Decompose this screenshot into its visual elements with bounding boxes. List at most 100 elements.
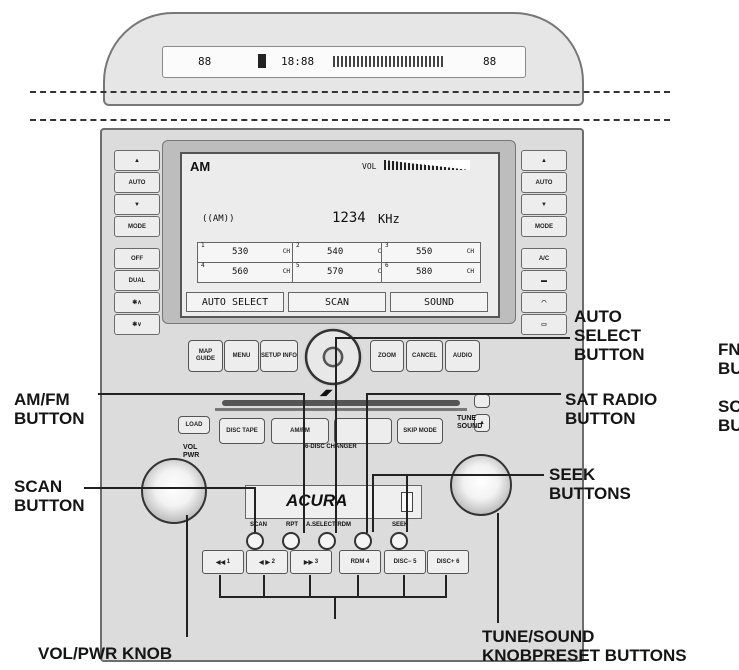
disc-indicator-button[interactable]: [474, 394, 490, 408]
preset-button-2[interactable]: ◀ ▶ 2: [246, 550, 288, 574]
leader-auto-select-vertical: [335, 337, 337, 533]
left-mode-button[interactable]: MODE: [114, 216, 160, 237]
audio-button[interactable]: AUDIO: [445, 340, 480, 372]
info-segment-1: 88: [198, 55, 212, 68]
repeat-button[interactable]: [282, 532, 300, 550]
info-segment-3: 88: [483, 55, 497, 68]
callout-sat-radio: SAT RADIO BUTTON: [565, 390, 658, 428]
setup-info-button[interactable]: SETUP INFO: [260, 340, 298, 372]
leader-am-fm-horizontal: [98, 393, 305, 395]
frequency-value: 1234: [332, 210, 366, 226]
disc-tape-button[interactable]: DISC TAPE: [219, 418, 265, 444]
seek-down-button[interactable]: [354, 532, 372, 550]
station-id: ((AM)): [202, 214, 235, 224]
leader-preset-4: [357, 575, 359, 597]
leader-vol-vertical: [186, 515, 188, 637]
preset-button-4[interactable]: RDM 4: [339, 550, 381, 574]
defrost-button[interactable]: ◠: [521, 292, 567, 313]
leader-preset-stem: [334, 597, 336, 619]
softkey-auto-select[interactable]: AUTO SELECT: [186, 292, 284, 312]
left-up-button[interactable]: ▲: [114, 150, 160, 171]
callout-scan: SCAN BUTTON: [14, 477, 85, 515]
callout-fm-cut: FN BU: [718, 340, 739, 378]
rear-defrost-button[interactable]: ▭: [521, 314, 567, 335]
leader-tune-vertical: [497, 513, 499, 623]
leader-preset-1: [219, 575, 221, 597]
dual-button[interactable]: DUAL: [114, 270, 160, 291]
auto-select-random-button[interactable]: [318, 532, 336, 550]
scan-small-label: SCAN: [250, 522, 268, 528]
rpt-small-label: RPT: [286, 522, 298, 528]
zoom-button[interactable]: ZOOM: [370, 340, 404, 372]
screen-preset-5[interactable]: 5570CH: [292, 262, 392, 283]
callout-auto-select: AUTO SELECT BUTTON: [574, 307, 645, 364]
right-mode-button[interactable]: MODE: [521, 216, 567, 237]
am-fm-button[interactable]: AM/FM: [271, 418, 329, 444]
seek-up-button[interactable]: [390, 532, 408, 550]
leader-preset-5: [403, 575, 405, 597]
eject-button[interactable]: ▲: [474, 414, 490, 432]
right-up-button[interactable]: ▲: [521, 150, 567, 171]
logo-icon: ◢◤: [320, 388, 333, 397]
leader-scan-horizontal: [84, 487, 256, 489]
preset-button-3[interactable]: ▶▶ 3: [290, 550, 332, 574]
brand-plate: ACURA: [245, 485, 422, 519]
screen-preset-2[interactable]: 2540CH: [292, 242, 392, 263]
tune-sound-label: TUNE SOUND: [457, 415, 483, 430]
info-bar-icon: [258, 54, 266, 68]
right-down-button[interactable]: ▼: [521, 194, 567, 215]
ac-button[interactable]: A/C: [521, 248, 567, 269]
cancel-button[interactable]: CANCEL: [406, 340, 443, 372]
defrost-icon: ◠: [541, 300, 547, 306]
leader-preset-bar: [219, 596, 447, 598]
leader-seek-horizontal: [372, 474, 544, 476]
seek-small-label: SEEK: [392, 522, 409, 528]
left-auto-button[interactable]: AUTO: [114, 172, 160, 193]
leader-auto-select-horizontal: [335, 337, 570, 339]
menu-button[interactable]: MENU: [224, 340, 259, 372]
volume-label: VOL: [362, 162, 377, 171]
eject-icon: ▲: [479, 419, 485, 426]
rear-defrost-icon: ▭: [541, 322, 547, 328]
softkey-scan[interactable]: SCAN: [288, 292, 386, 312]
load-button[interactable]: LOAD: [178, 416, 210, 434]
right-auto-button[interactable]: AUTO: [521, 172, 567, 193]
preset-button-5[interactable]: DISC− 5: [384, 550, 426, 574]
callout-vol-pwr: VOL/PWR KNOB: [38, 644, 173, 663]
sat-radio-button[interactable]: [334, 418, 392, 444]
softkey-sound[interactable]: SOUND: [390, 292, 488, 312]
cut-line-bottom: [30, 119, 670, 121]
skip-mode-button[interactable]: SKIP MODE: [397, 418, 443, 444]
car-icon: ▬: [541, 277, 547, 284]
vol-pwr-knob[interactable]: [141, 458, 207, 524]
frequency-unit: KHz: [378, 212, 400, 226]
info-dots-icon: [333, 56, 443, 67]
info-display: 88 18:88 88: [162, 46, 526, 78]
leader-preset-2: [263, 575, 265, 597]
cut-line-top: [30, 91, 670, 93]
leader-seek-vertical-1: [372, 474, 374, 532]
fan-up-button[interactable]: ✱∧: [114, 292, 160, 313]
climate-off-button[interactable]: OFF: [114, 248, 160, 269]
callout-seek: SEEK BUTTONS: [549, 465, 631, 503]
map-guide-button[interactable]: MAP GUIDE: [188, 340, 223, 372]
leader-seek-vertical-2: [406, 474, 408, 532]
left-down-button[interactable]: ▼: [114, 194, 160, 215]
preset-button-1[interactable]: ◀◀ 1: [202, 550, 244, 574]
interface-dial[interactable]: [303, 327, 363, 387]
fan-down-button[interactable]: ✱∨: [114, 314, 160, 335]
scan-button[interactable]: [246, 532, 264, 550]
band-label: AM: [190, 159, 211, 174]
callout-tune-sound: TUNE/SOUND KNOBPRESET BUTTONS: [482, 627, 687, 665]
info-segment-2: 18:88: [281, 55, 315, 68]
callout-sc-cut: SC BU: [718, 397, 739, 435]
recirculation-button[interactable]: ▬: [521, 270, 567, 291]
leader-sat-horizontal: [366, 393, 561, 395]
disc-slot-upper: [222, 400, 460, 406]
tune-sound-knob[interactable]: [450, 454, 512, 516]
preset-button-6[interactable]: DISC+ 6: [427, 550, 469, 574]
